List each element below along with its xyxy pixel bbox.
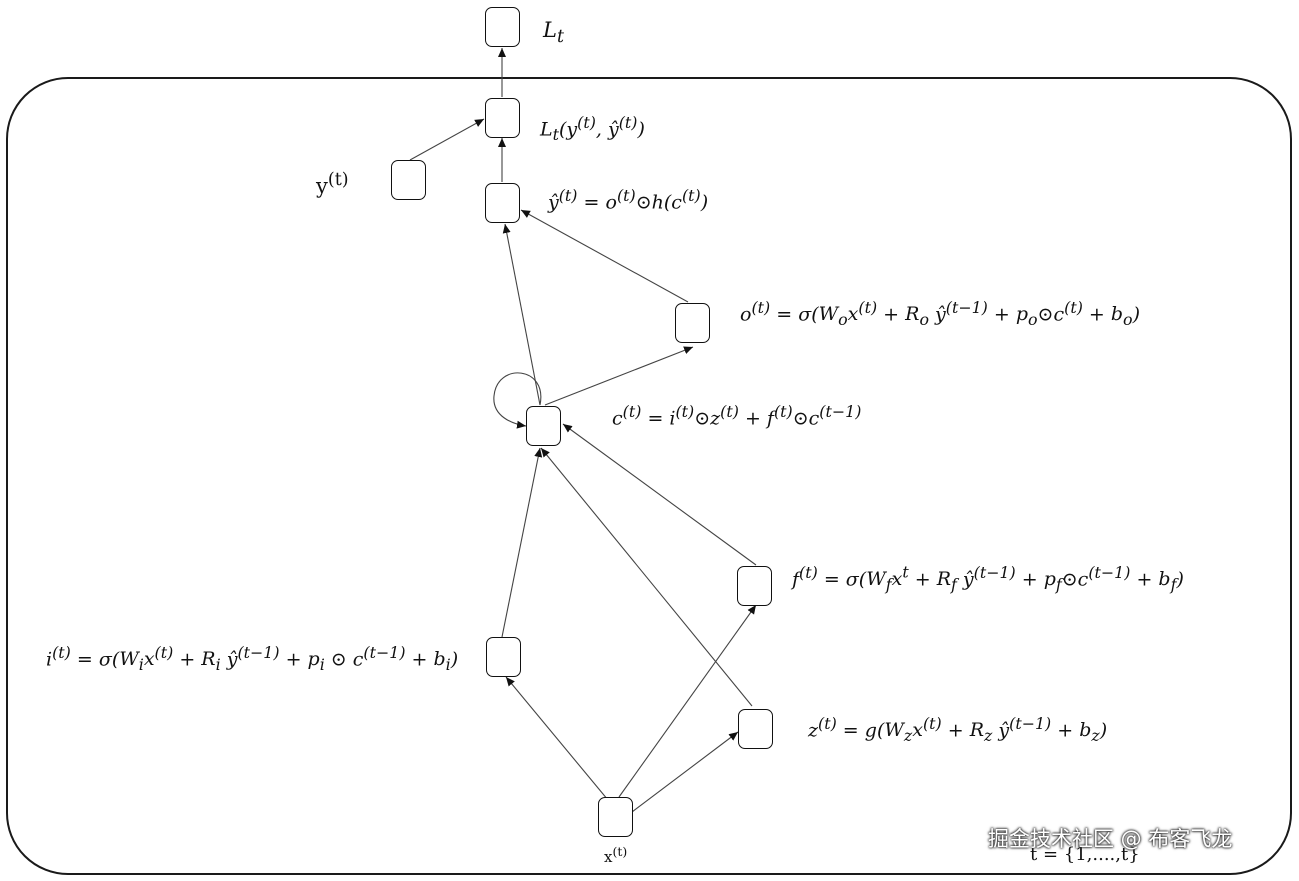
node-output-gate [675,303,710,343]
label-y-target: y(t) [316,170,349,198]
node-cell [526,406,561,446]
edge-forget-gate-to-cell [562,423,757,566]
edge-block-input-to-cell [540,447,753,707]
node-y-hat [485,183,520,223]
node-loss [485,98,520,138]
edge-cell-self-loop [493,372,542,429]
node-y-target [391,160,426,200]
label-y-hat: ŷ(t) = o(t)⊙h(c(t)) [548,186,709,214]
edge-cell-to-yhat [502,223,541,406]
edge-y-to-loss [409,118,485,161]
edge-x-to-input-gate [505,676,609,801]
node-forget-gate [737,566,772,606]
label-forget-gate: f(t) = σ(Wfxt + Rf ŷ(t−1) + pf⊙c(t−1) + … [792,563,1184,595]
node-block-input [738,709,773,749]
label-block-input: z(t) = g(Wzx(t) + Rz ŷ(t−1) + bz) [808,714,1108,746]
time-range-label: t = {1,....,t} [1030,844,1140,865]
label-input-gate: i(t) = σ(Wix(t) + Ri ŷ(t−1) + pi ⊙ c(t−1… [46,643,459,675]
label-output-gate: o(t) = σ(Wox(t) + Ro ŷ(t−1) + po⊙c(t) + … [740,298,1140,330]
label-Lt: Lt [543,18,564,48]
label-x-input: x(t) [604,844,628,866]
watermark-text: 掘金技术社区 @ 布客飞龙 [988,827,1233,851]
time-step-frame [6,77,1292,875]
edge-cell-to-output-gate [544,346,694,406]
edge-x-to-forget-gate [618,604,757,798]
edge-input-gate-to-cell [501,447,543,638]
label-cell: c(t) = i(t)⊙z(t) + f(t)⊙c(t−1) [612,402,862,430]
node-x-input [598,797,633,837]
node-Lt [485,7,520,47]
edge-output-gate-to-yhat [520,209,689,303]
label-loss: Lt(y(t), ŷ(t)) [540,113,645,145]
edge-x-to-block-input [631,731,739,813]
node-input-gate [486,637,521,677]
